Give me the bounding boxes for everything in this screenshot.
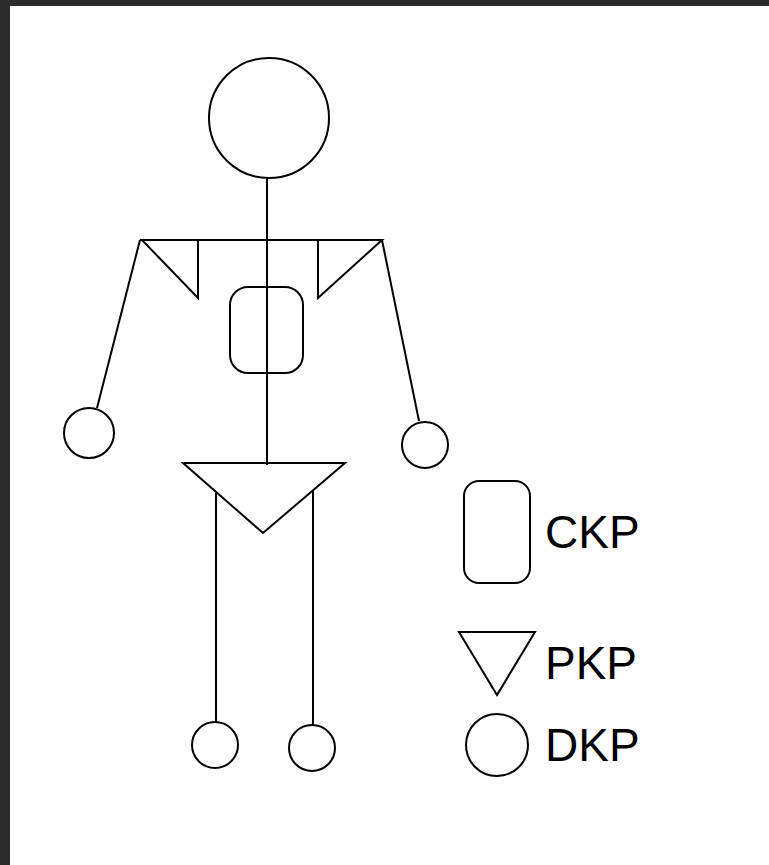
dkp-circle bbox=[289, 725, 335, 771]
arm-line bbox=[97, 240, 140, 408]
head-circle bbox=[209, 58, 329, 178]
legend-label: CKP bbox=[545, 509, 640, 555]
leg-line bbox=[215, 493, 217, 722]
dkp-circle bbox=[192, 722, 238, 768]
legend-ckp-sample bbox=[464, 481, 530, 583]
frame-edge bbox=[0, 0, 769, 6]
legend-label: PKP bbox=[545, 640, 637, 686]
pkp-triangle bbox=[318, 240, 382, 298]
dkp-circle bbox=[64, 408, 114, 458]
leg-line bbox=[312, 491, 314, 725]
pkp-triangle bbox=[183, 463, 345, 533]
spine-line bbox=[266, 287, 268, 373]
spine-line bbox=[266, 178, 268, 465]
frame-edge bbox=[0, 0, 10, 865]
legend-label: DKP bbox=[545, 722, 640, 768]
arm-line bbox=[382, 240, 419, 421]
legend-pkp-sample bbox=[459, 632, 535, 695]
ckp-box bbox=[230, 287, 303, 373]
dkp-circle bbox=[402, 422, 448, 468]
pkp-triangle bbox=[142, 240, 198, 298]
legend-dkp-sample bbox=[466, 714, 528, 776]
